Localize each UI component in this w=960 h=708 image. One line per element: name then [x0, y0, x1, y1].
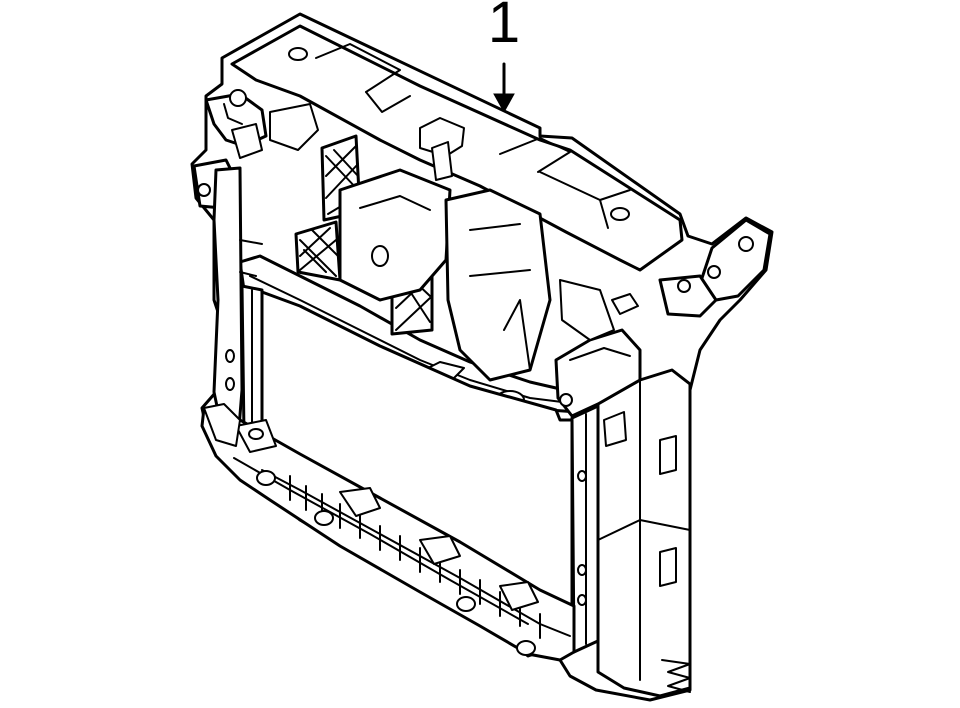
radiator-support-frame [190, 12, 774, 702]
callout-number: 1 [487, 0, 521, 55]
callout-leader-arrow [493, 62, 515, 114]
